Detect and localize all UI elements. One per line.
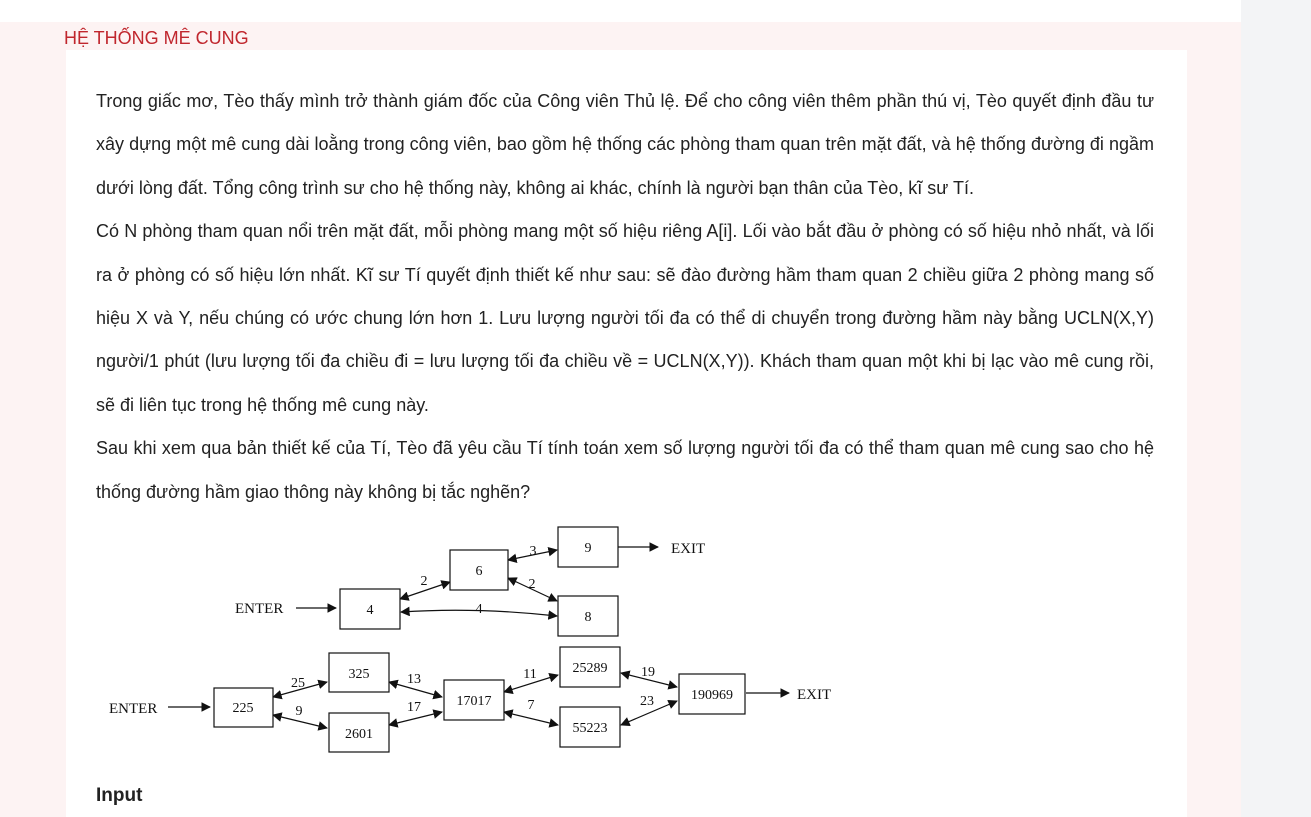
room-box-6 xyxy=(449,549,509,591)
edge-weight-17017-55223: 7 xyxy=(528,698,535,713)
edge-weight-25289-190969: 19 xyxy=(641,665,655,680)
edge-weight-6-8: 2 xyxy=(529,577,536,592)
edge-weight-4-6: 2 xyxy=(421,574,428,589)
room-box-2601 xyxy=(328,712,390,753)
problem-statement: Trong giấc mơ, Tèo thấy mình trở thành g… xyxy=(96,80,1154,514)
room-box-225 xyxy=(213,687,274,728)
room-label-17017: 17017 xyxy=(457,694,492,709)
room-label-325: 325 xyxy=(349,667,370,682)
edge-weight-55223-190969: 23 xyxy=(640,694,654,709)
room-box-4 xyxy=(339,588,401,630)
room-label-25289: 25289 xyxy=(573,661,608,676)
input-section-heading: Input xyxy=(96,785,143,806)
maze-figure: 4 6 9 8 225 325 2601 17017 25289 55223 1… xyxy=(96,515,856,765)
room-label-2601: 2601 xyxy=(345,727,373,742)
room-label-4: 4 xyxy=(367,603,374,618)
edge-weight-225-2601: 9 xyxy=(296,704,303,719)
right-gutter xyxy=(1241,0,1311,817)
room-box-17017 xyxy=(443,679,505,721)
enter-label: ENTER xyxy=(235,601,283,617)
edge-weight-17017-25289: 11 xyxy=(523,667,536,682)
edge-weight-2601-17017: 17 xyxy=(407,700,421,715)
statement-paragraph: Trong giấc mơ, Tèo thấy mình trở thành g… xyxy=(96,91,1154,198)
room-box-190969 xyxy=(678,673,746,715)
exit-label: EXIT xyxy=(671,541,705,557)
room-label-55223: 55223 xyxy=(573,721,608,736)
edge-weight-325-17017: 13 xyxy=(407,672,421,687)
room-label-225: 225 xyxy=(233,701,254,716)
edge-weight-6-9: 3 xyxy=(530,544,537,559)
room-box-325 xyxy=(328,652,390,693)
room-label-8: 8 xyxy=(585,610,592,625)
statement-paragraph: Sau khi xem qua bản thiết kế của Tí, Tèo… xyxy=(96,438,1154,502)
room-label-6: 6 xyxy=(476,564,483,579)
room-box-9 xyxy=(557,526,619,568)
room-label-190969: 190969 xyxy=(691,688,733,703)
problem-title: HỆ THỐNG MÊ CUNG xyxy=(64,28,249,48)
room-box-25289 xyxy=(559,646,621,688)
enter-label: ENTER xyxy=(109,701,157,717)
exit-label: EXIT xyxy=(797,687,831,703)
edge-weight-4-8: 4 xyxy=(476,602,483,617)
room-box-55223 xyxy=(559,706,621,748)
room-box-8 xyxy=(557,595,619,637)
edge-weight-225-325: 25 xyxy=(291,676,305,691)
statement-paragraph: Có N phòng tham quan nổi trên mặt đất, m… xyxy=(96,221,1154,415)
room-label-9: 9 xyxy=(585,541,592,556)
